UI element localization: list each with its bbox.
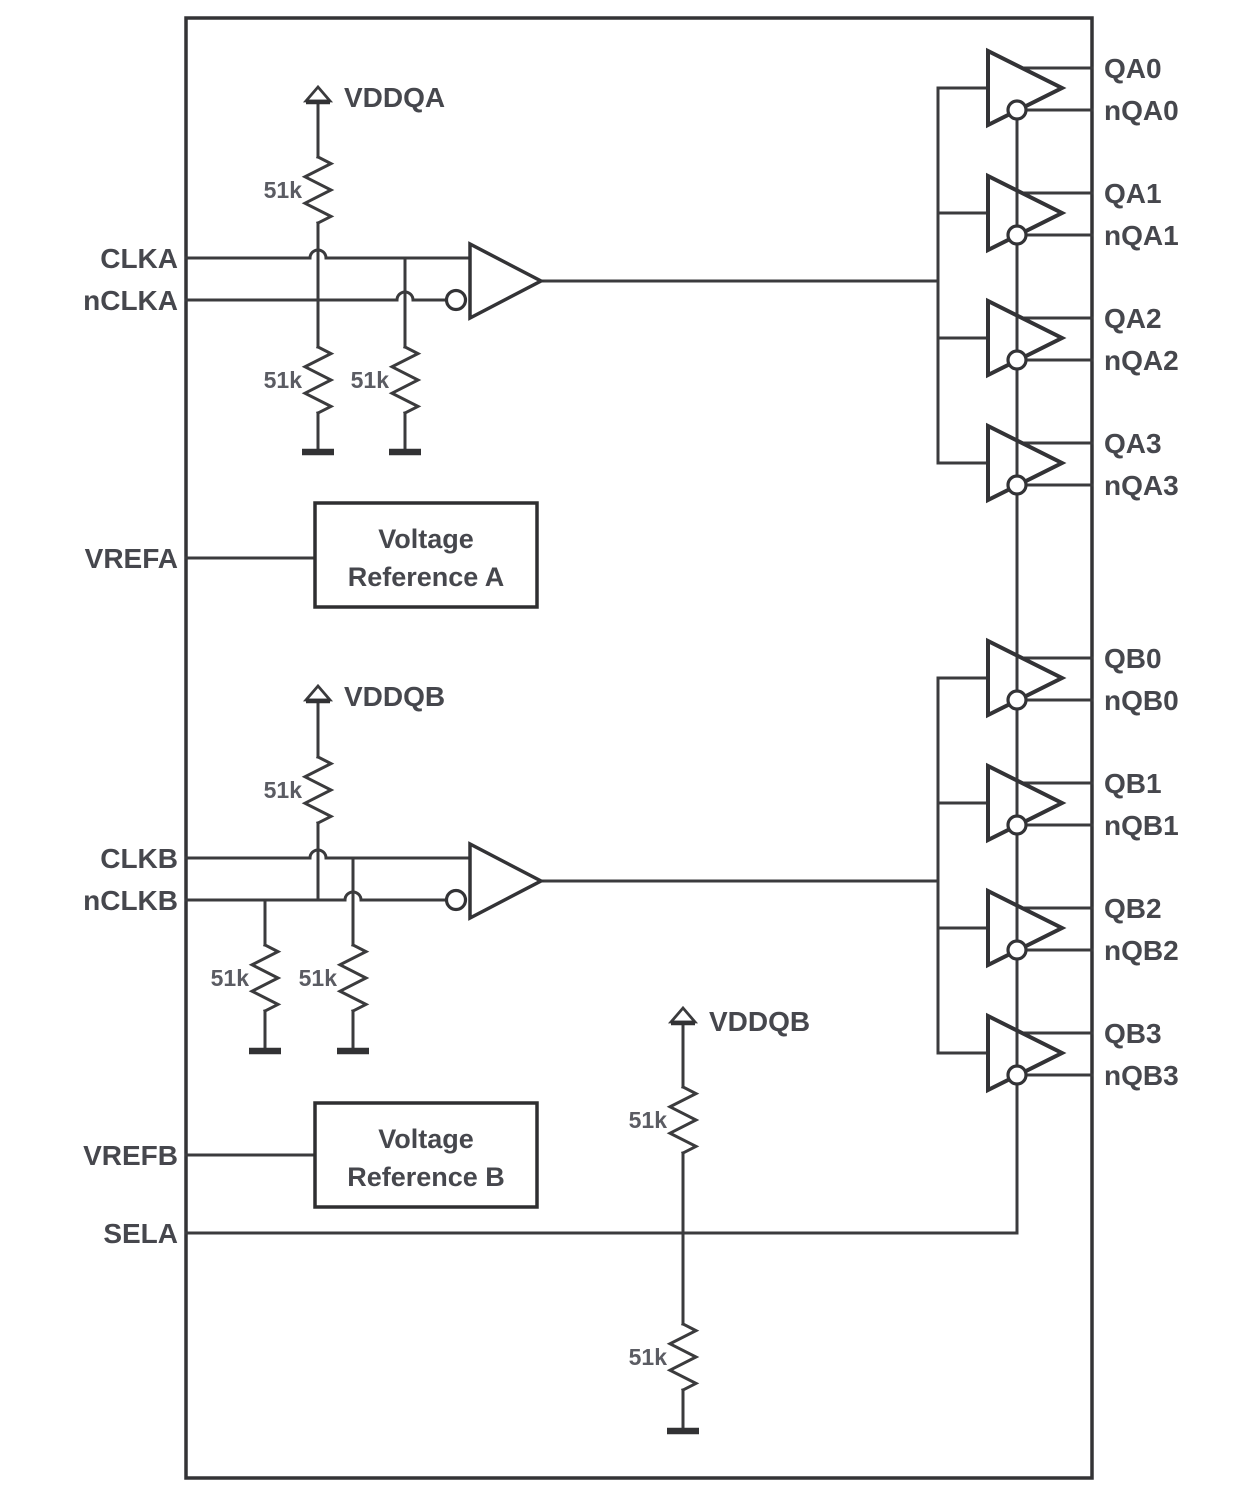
voltage-reference-b-line2: Reference B (347, 1162, 505, 1192)
voltage-reference-b-line1: Voltage (378, 1124, 474, 1154)
pin-label-clkb: CLKB (100, 843, 178, 874)
wire-clka (184, 248, 472, 260)
pin-label-nqa3: nQA3 (1104, 470, 1179, 501)
power-label-vddqa: VDDQA (344, 82, 445, 113)
output-buffer-qa3 (936, 424, 1094, 502)
resistor-label: 51k (211, 965, 250, 991)
voltage-reference-b-block (313, 1101, 539, 1209)
resistor-51k-b-pullup (303, 755, 333, 825)
power-label-vddqb: VDDQB (344, 681, 445, 712)
resistor-label: 51k (264, 367, 303, 393)
output-buffer-qa1 (936, 174, 1094, 252)
power-arrow-icon-vddqb (306, 686, 330, 701)
power-arrow-icon-vddqa (306, 87, 330, 102)
pin-label-qa1: QA1 (1104, 178, 1162, 209)
pin-label-qb3: QB3 (1104, 1018, 1162, 1049)
pin-label-nqb1: nQB1 (1104, 810, 1179, 841)
pin-label-qb1: QB1 (1104, 768, 1162, 799)
pin-label-nclka: nCLKA (83, 285, 178, 316)
output-buffer-qa2 (936, 299, 1094, 377)
pin-label-qb0: QB0 (1104, 643, 1162, 674)
pin-label-nqb2: nQB2 (1104, 935, 1179, 966)
resistor-51k-sela-pullup (668, 1085, 698, 1155)
resistor-label: 51k (351, 367, 390, 393)
pin-label-qa2: QA2 (1104, 303, 1162, 334)
resistor-51k-a-bias-pulldown (303, 345, 333, 415)
pin-label-nclkb: nCLKB (83, 885, 178, 916)
pin-label-vrefb: VREFB (83, 1140, 178, 1171)
resistor-51k-nclkb-pulldown (250, 943, 280, 1013)
pin-label-nqb3: nQB3 (1104, 1060, 1179, 1091)
pin-label-nqb0: nQB0 (1104, 685, 1179, 716)
pin-label-qb2: QB2 (1104, 893, 1162, 924)
pin-label-sela: SELA (103, 1218, 178, 1249)
power-arrow-icon-vddqb-bias (671, 1008, 695, 1023)
output-buffer-qb3 (936, 1014, 1094, 1092)
resistor-label: 51k (264, 177, 303, 203)
wire-nclka (184, 290, 448, 302)
resistor-label: 51k (299, 965, 338, 991)
resistor-label: 51k (264, 777, 303, 803)
wire-clkb (184, 848, 472, 860)
pin-label-nqa0: nQA0 (1104, 95, 1179, 126)
resistor-label: 51k (629, 1344, 668, 1370)
pin-label-qa3: QA3 (1104, 428, 1162, 459)
pin-label-nqa1: nQA1 (1104, 220, 1179, 251)
output-buffer-qb2 (936, 889, 1094, 967)
voltage-reference-a-line1: Voltage (378, 524, 474, 554)
pin-label-nqa2: nQA2 (1104, 345, 1179, 376)
chip-outline (184, 16, 1094, 1480)
input-buffer-a (444, 242, 543, 320)
pin-label-qa0: QA0 (1104, 53, 1162, 84)
pin-label-vrefa: VREFA (85, 543, 178, 574)
voltage-reference-a-line2: Reference A (348, 562, 505, 592)
output-buffer-qa0 (936, 49, 1094, 127)
output-buffer-qb1 (936, 764, 1094, 842)
power-label-vddqb-bias: VDDQB (709, 1006, 810, 1037)
wire-sela-net (184, 108, 1019, 1235)
resistor-51k-a-pullup (303, 155, 333, 225)
input-buffer-b (444, 842, 543, 920)
resistor-51k-clkb-pulldown (338, 943, 368, 1013)
resistor-51k-clka-pulldown (390, 345, 420, 415)
pin-label-clka: CLKA (100, 243, 178, 274)
wire-nclkb (184, 890, 448, 902)
resistor-label: 51k (629, 1107, 668, 1133)
wire-bus-qa (539, 86, 940, 465)
resistor-51k-sela-pulldown (668, 1322, 698, 1392)
wire-bus-qb (539, 676, 940, 1055)
output-buffer-qb0 (936, 639, 1094, 717)
voltage-reference-a-block (313, 501, 539, 609)
